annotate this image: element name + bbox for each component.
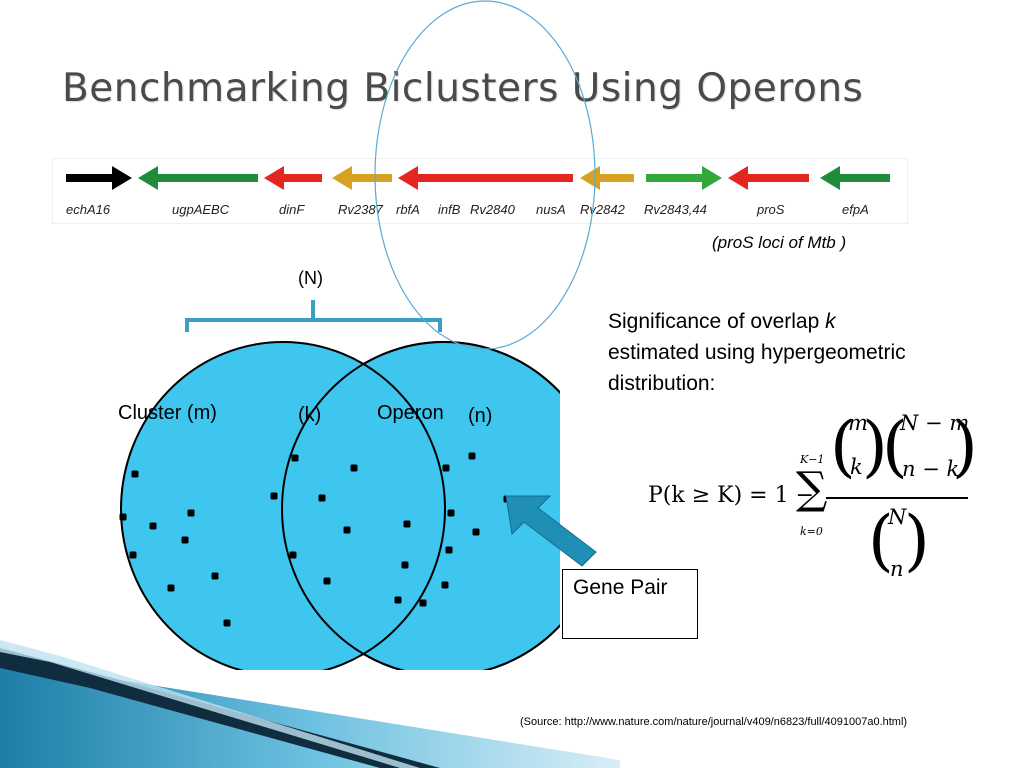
paren-close-3: ) (904, 502, 930, 579)
gene-dot (149, 522, 157, 530)
paren-open-2: ( (882, 408, 908, 485)
gene-label: ugpAEBC (172, 202, 230, 217)
binom3-top: N (888, 505, 907, 529)
gene-arrow-rbfa (398, 166, 573, 190)
gene-label: Rv2843,44 (644, 202, 707, 217)
gene-dot (270, 492, 278, 500)
gene-dot (167, 584, 175, 592)
gene-dot (181, 536, 189, 544)
gene-label: nusA (536, 202, 566, 217)
gene-arrow-rv2843-44 (646, 166, 722, 190)
gene-label: Rv2840 (470, 202, 516, 217)
gene-dot (441, 581, 449, 589)
gene-dots (119, 452, 511, 627)
gene-arrow-echa16 (66, 166, 132, 190)
gene-locus-strip: echA16 ugpAEBC dinF Rv2387 rbfA infB Rv2840 nus… (52, 158, 908, 224)
hypergeometric-formula: P(k ≥ K) = 1 − K−1 ∑ k=0 ( m k ) ( N − m… (648, 405, 978, 595)
cluster-label: Cluster (m) (118, 402, 217, 425)
operon-label: Operon (377, 402, 444, 424)
formula-lhs: P(k ≥ K) = 1 − (648, 483, 814, 508)
gene-pair-arrow (505, 495, 597, 567)
gene-dot (447, 509, 455, 517)
significance-line3: distribution: (608, 372, 716, 395)
operon-var: (n) (468, 405, 493, 427)
significance-line2: estimated using hypergeometric (608, 341, 906, 364)
significance-text: Significance of overlap k estimated usin… (608, 306, 1008, 399)
gene-dot (419, 599, 427, 607)
gene-label: echA16 (66, 202, 111, 217)
gene-dot (119, 513, 127, 521)
gene-dot (472, 528, 480, 536)
gene-dot (129, 551, 137, 559)
binom3-bottom: n (890, 557, 904, 581)
gene-arrow-pros (728, 166, 809, 190)
paren-open-1: ( (830, 408, 856, 485)
gene-dot (289, 551, 297, 559)
gene-dot (211, 572, 219, 580)
gene-arrow-ugpaebc (138, 166, 258, 190)
sum-lower: k=0 (800, 525, 823, 538)
gene-dot (468, 452, 476, 460)
gene-dot (445, 546, 453, 554)
paren-close-1: ) (862, 408, 888, 485)
paren-open-3: ( (868, 502, 894, 579)
slide-title: Benchmarking Biclusters Using Operons (62, 66, 864, 111)
binom2-top: N − m (900, 411, 970, 435)
gene-label: efpA (842, 202, 869, 217)
sum-symbol: ∑ (796, 463, 828, 514)
source-citation: (Source: http://www.nature.com/nature/jo… (520, 716, 908, 728)
gene-dot (401, 561, 409, 569)
sum-upper: K−1 (800, 453, 825, 466)
significance-line1: Significance of overlap (608, 310, 820, 333)
decorative-swoosh (0, 640, 620, 768)
total-bracket (185, 300, 442, 332)
gene-label: proS (756, 202, 785, 217)
gene-pair-box: Gene Pair (562, 569, 698, 639)
gene-dot (318, 494, 326, 502)
gene-label: Rv2842 (580, 202, 626, 217)
gene-dot (343, 526, 351, 534)
total-label: (N) (298, 268, 323, 288)
gene-label: Rv2387 (338, 202, 384, 217)
gene-arrow-efpa (820, 166, 890, 190)
cluster-var: (m) (186, 402, 217, 424)
significance-var: k (825, 310, 836, 333)
gene-dot (291, 454, 299, 462)
gene-dot (223, 619, 231, 627)
cluster-name: Cluster (118, 402, 182, 424)
venn-diagram (119, 300, 560, 670)
gene-dot (350, 464, 358, 472)
overlap-label: (k) (298, 404, 322, 426)
gene-label: rbfA (396, 202, 420, 217)
highlight-ellipse (374, 0, 596, 350)
gene-dot (187, 509, 195, 517)
paren-close-2: ) (952, 408, 978, 485)
gene-dot (442, 464, 450, 472)
gene-dot (403, 520, 411, 528)
gene-label: dinF (279, 202, 305, 217)
fraction-bar (826, 497, 968, 499)
gene-arrow-dinf (264, 166, 322, 190)
binom1-top: m (848, 411, 868, 435)
binom1-bottom: k (850, 455, 863, 479)
gene-arrow-rv2387 (332, 166, 392, 190)
gene-dot (394, 596, 402, 604)
gene-pair-label: Gene Pair (573, 576, 668, 599)
binom2-bottom: n − k (902, 457, 960, 481)
gene-arrow-rv2842 (580, 166, 634, 190)
gene-dot (131, 470, 139, 478)
gene-dot (323, 577, 331, 585)
gene-label: infB (438, 202, 461, 217)
locus-caption: (proS loci of Mtb ) (712, 233, 847, 252)
